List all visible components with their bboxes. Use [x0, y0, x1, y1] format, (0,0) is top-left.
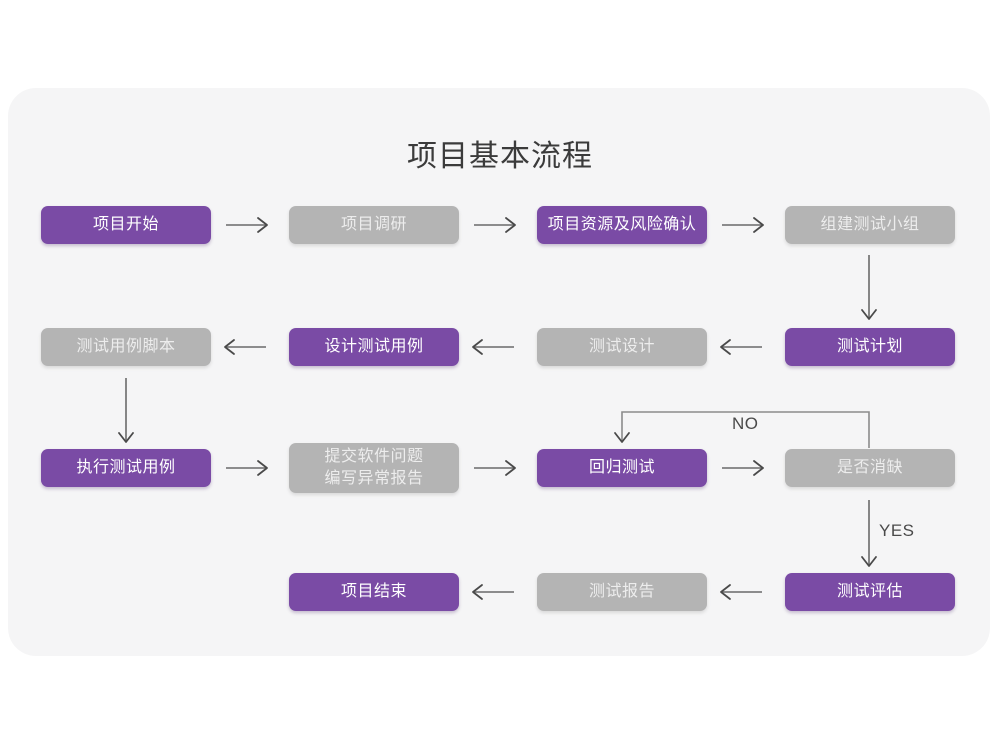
edge-label-no: NO: [732, 414, 759, 433]
node-test-report[interactable]: 测试报告: [537, 573, 707, 611]
node-project-research[interactable]: 项目调研: [289, 206, 459, 244]
node-test-design[interactable]: 测试设计: [537, 328, 707, 366]
edge-label-yes: YES: [879, 521, 915, 540]
node-resource-risk-confirm[interactable]: 项目资源及风险确认: [537, 206, 707, 244]
node-project-end[interactable]: 项目结束: [289, 573, 459, 611]
node-form-test-team[interactable]: 组建测试小组: [785, 206, 955, 244]
diagram-panel: [8, 88, 990, 656]
page-title: 项目基本流程: [407, 140, 593, 173]
node-test-evaluation[interactable]: 测试评估: [785, 573, 955, 611]
node-execute-test-cases[interactable]: 执行测试用例: [41, 449, 211, 487]
node-test-case-script[interactable]: 测试用例脚本: [41, 328, 211, 366]
node-project-start[interactable]: 项目开始: [41, 206, 211, 244]
node-defect-resolved[interactable]: 是否消缺: [785, 449, 955, 487]
node-test-plan[interactable]: 测试计划: [785, 328, 955, 366]
node-submit-defect-report[interactable]: 提交软件问题 编写异常报告: [289, 443, 459, 493]
node-regression-test[interactable]: 回归测试: [537, 449, 707, 487]
node-design-test-cases[interactable]: 设计测试用例: [289, 328, 459, 366]
